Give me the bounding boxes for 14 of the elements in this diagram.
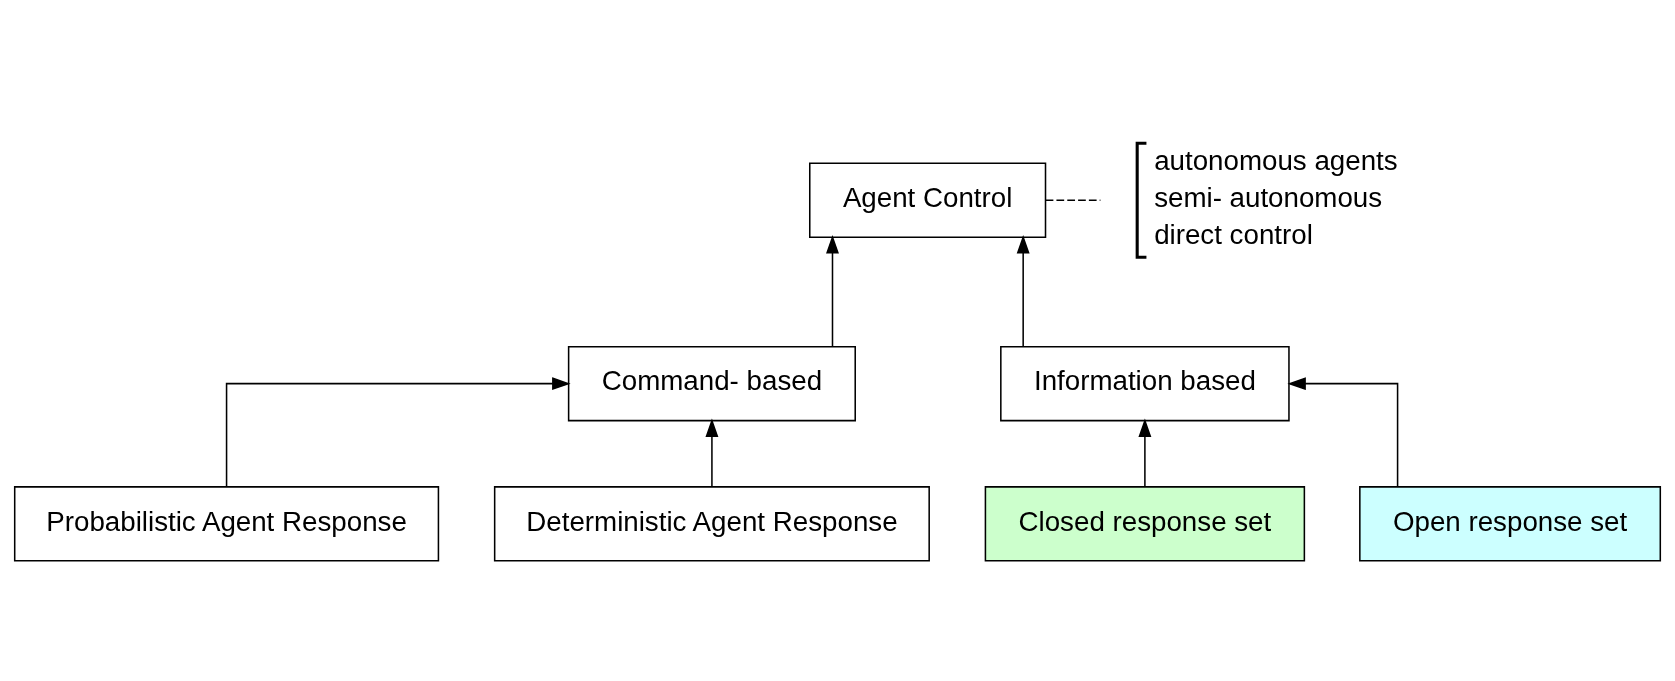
arrow <box>1287 377 1399 488</box>
node-box: Deterministic Agent Response <box>493 486 930 562</box>
arrow <box>225 377 571 488</box>
node-box: Command- based <box>567 345 856 422</box>
arrow <box>1016 235 1030 348</box>
node-text: autonomous agents semi- autonomous direct control <box>1154 145 1398 251</box>
node-box: Agent Control <box>809 162 1047 239</box>
node-box: Open response set <box>1359 486 1662 562</box>
node-box: Probabilistic Agent Response <box>13 486 440 562</box>
arrow <box>1138 418 1152 488</box>
node-box: Closed response set <box>984 486 1306 562</box>
arrow <box>826 235 839 348</box>
node-box: Information based <box>1000 345 1290 422</box>
arrow <box>705 418 719 488</box>
